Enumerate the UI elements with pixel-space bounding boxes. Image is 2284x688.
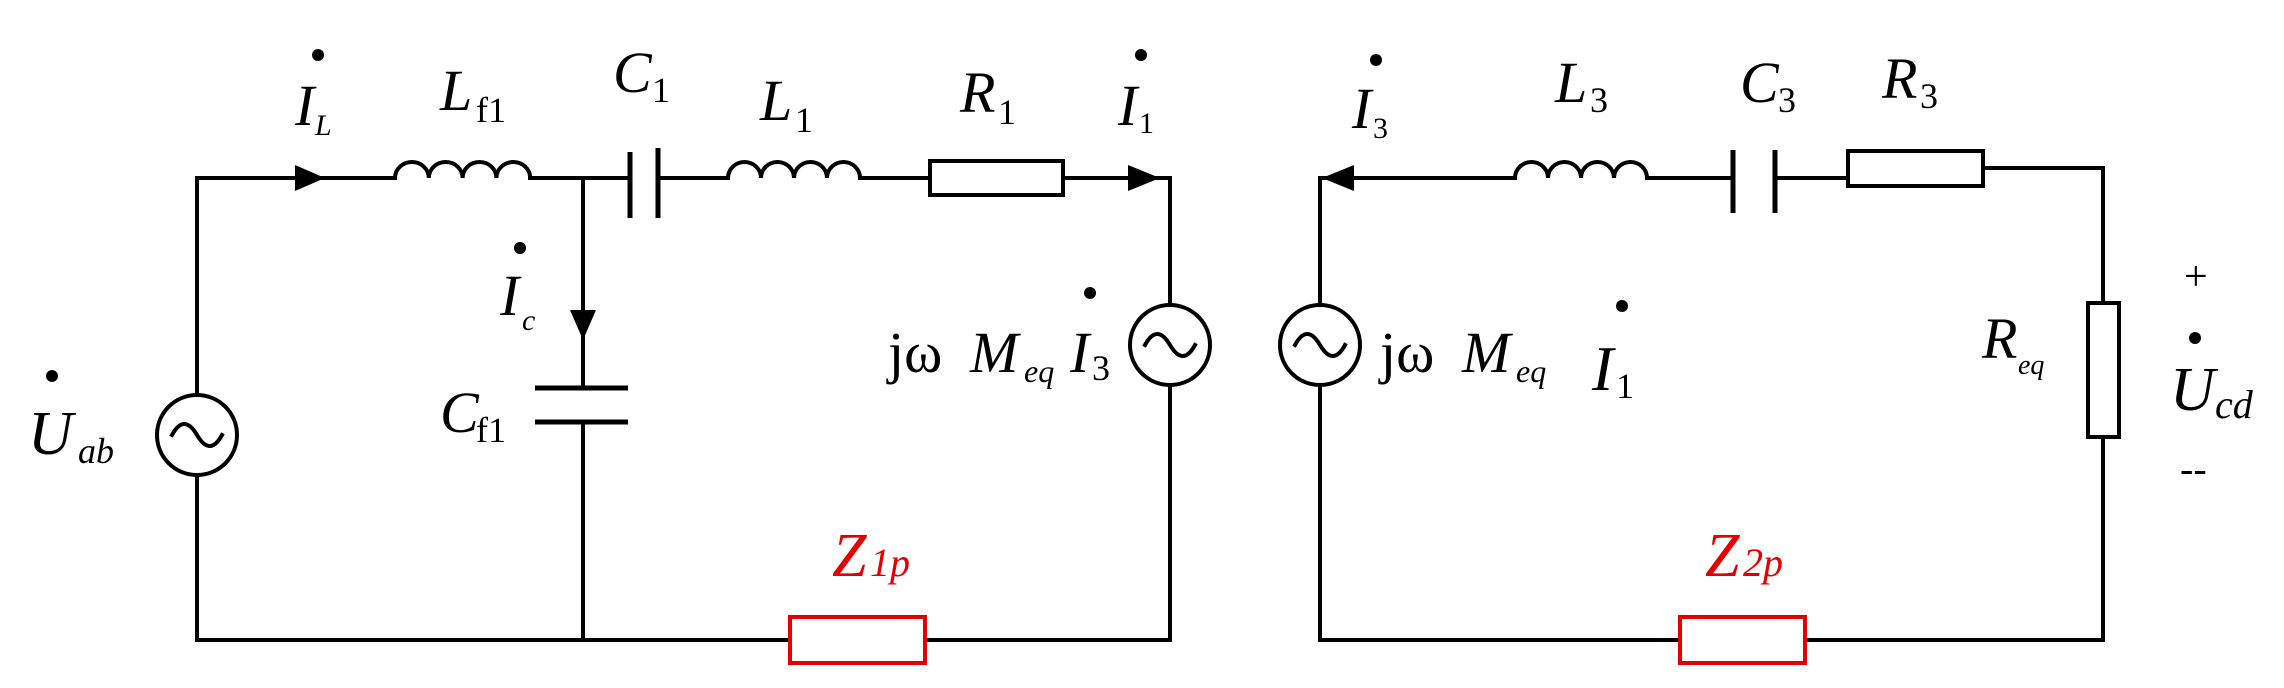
svg-text:1: 1	[795, 100, 813, 140]
svg-text:L: L	[439, 58, 472, 123]
wire-bottom-right-2	[1803, 435, 2105, 642]
label-i3: I 3	[1351, 54, 1388, 145]
label-lf1: L f1	[439, 58, 506, 130]
wire-right-upper-2	[1981, 166, 2105, 305]
svg-text:U: U	[28, 400, 77, 468]
svg-text:jω: jω	[1378, 320, 1434, 385]
inductor-lf1	[392, 160, 533, 181]
svg-text:L: L	[759, 68, 792, 133]
label-cf1: C f1	[440, 380, 506, 450]
svg-text:3: 3	[1373, 112, 1388, 145]
svg-text:R: R	[1881, 46, 1917, 111]
inductor-l3	[1512, 160, 1650, 181]
impedance-z2p	[1678, 615, 1807, 665]
resistor-r3	[1846, 149, 1985, 188]
svg-text:eq: eq	[1024, 353, 1054, 389]
capacitor-c3	[1730, 150, 1778, 213]
label-l3: L 3	[1554, 50, 1608, 120]
label-il: I L	[294, 49, 332, 142]
ac-source-icon	[1128, 303, 1212, 387]
svg-text:Z: Z	[832, 522, 867, 590]
svg-text:eq: eq	[1516, 353, 1546, 389]
svg-text:1p: 1p	[870, 540, 910, 585]
svg-text:I: I	[294, 73, 317, 138]
label-r1: R 1	[959, 60, 1016, 132]
inductor-l1	[725, 160, 863, 181]
wire-top-right-a	[1318, 176, 1517, 307]
svg-text:eq: eq	[2018, 350, 2044, 381]
label-ucd: + U cd --	[2170, 254, 2254, 491]
ac-source-icon	[1278, 303, 1362, 387]
svg-text:f1: f1	[476, 90, 506, 130]
svg-text:M: M	[1461, 320, 1513, 385]
svg-text:C: C	[613, 40, 653, 105]
label-z1p: Z 1p	[832, 522, 910, 590]
svg-text:ab: ab	[78, 431, 114, 471]
svg-text:jω: jω	[886, 320, 942, 385]
secondary-circuit: I 3 L 3 C 3 R 3 jω M eq I 1 R eq +	[1278, 46, 2254, 665]
resistor-r1	[928, 159, 1065, 197]
svg-text:R: R	[1981, 306, 2017, 371]
label-l1: L 1	[759, 68, 813, 140]
svg-text:+: +	[2184, 254, 2208, 300]
svg-text:1: 1	[1616, 366, 1634, 406]
svg-text:I: I	[1591, 333, 1616, 404]
current-arrow-icon	[295, 165, 325, 191]
svg-text:3: 3	[1092, 348, 1110, 388]
label-ic: I c	[499, 242, 535, 337]
label-controlled-source-left: jω M eq I 3	[886, 287, 1110, 389]
resistor-req	[2086, 301, 2121, 439]
ac-source-icon	[155, 393, 239, 477]
svg-text:R: R	[959, 60, 995, 125]
svg-text:Z: Z	[1705, 522, 1740, 590]
svg-text:f1: f1	[476, 410, 506, 450]
svg-text:I: I	[1351, 76, 1374, 141]
svg-text:I: I	[1069, 320, 1092, 385]
capacitor-cf1	[535, 385, 628, 425]
svg-text:U: U	[2170, 356, 2219, 424]
svg-text:L: L	[1554, 50, 1587, 115]
label-z2p: Z 2p	[1705, 522, 1783, 590]
svg-text:--: --	[2180, 446, 2207, 491]
wire-right-upper	[1061, 176, 1172, 307]
svg-text:2p: 2p	[1743, 540, 1783, 585]
svg-text:I: I	[1117, 73, 1140, 138]
capacitor-c1	[627, 148, 661, 218]
svg-text:3: 3	[1590, 80, 1608, 120]
svg-text:L: L	[314, 109, 332, 142]
label-r3: R 3	[1881, 46, 1938, 116]
svg-text:1: 1	[1139, 107, 1154, 140]
wire-bottom-right	[923, 383, 1172, 642]
svg-text:C: C	[1740, 50, 1780, 115]
svg-text:1: 1	[998, 92, 1016, 132]
current-arrow-icon	[1322, 165, 1354, 191]
svg-text:cd: cd	[2215, 382, 2254, 427]
impedance-z1p	[788, 615, 927, 665]
svg-text:3: 3	[1920, 76, 1938, 116]
current-arrow-icon	[1128, 165, 1160, 191]
label-i1: I 1	[1117, 49, 1154, 140]
svg-text:I: I	[499, 263, 522, 328]
svg-text:1: 1	[652, 70, 670, 110]
label-c1: C 1	[613, 40, 670, 110]
primary-circuit: U ab I L L f1 C 1 L 1 R 1 I 1	[28, 40, 1212, 665]
svg-text:c: c	[522, 304, 535, 337]
label-controlled-source-right: jω M eq I 1	[1378, 300, 1634, 406]
wire-bottom-left-2	[1318, 383, 1682, 642]
svg-text:C: C	[440, 380, 480, 445]
svg-text:3: 3	[1778, 80, 1796, 120]
svg-text:M: M	[969, 320, 1021, 385]
current-arrow-icon	[570, 310, 596, 340]
wire-bottom-left	[195, 473, 792, 642]
label-uab: U ab	[28, 370, 114, 471]
label-req: R eq	[1981, 306, 2044, 381]
label-c3: C 3	[1740, 50, 1796, 120]
